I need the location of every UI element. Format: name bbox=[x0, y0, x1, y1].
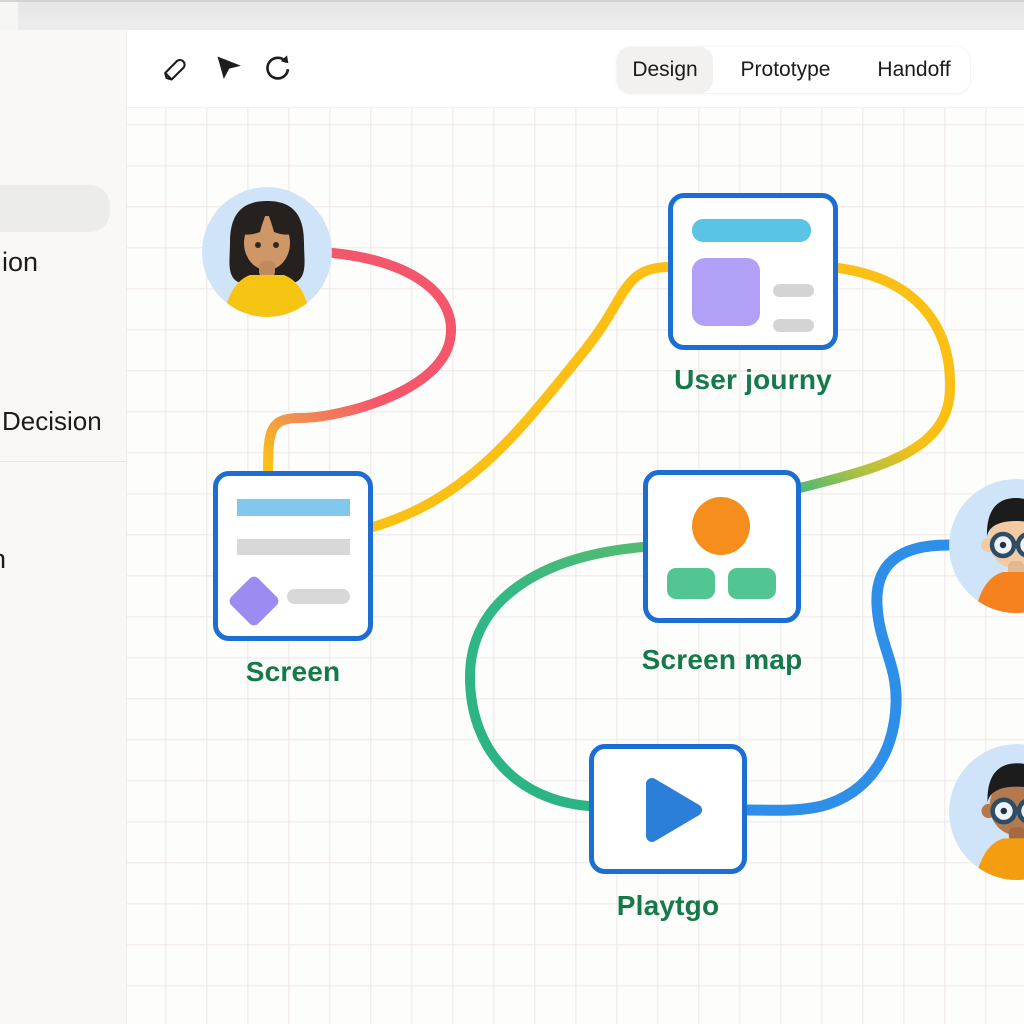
sidebar-item-truncated-bottom[interactable]: n bbox=[0, 544, 6, 575]
sitemap-child-block bbox=[728, 568, 776, 599]
node-label-user-journey: User journy bbox=[674, 364, 832, 395]
refresh-icon[interactable] bbox=[261, 52, 293, 84]
wireframe-header-bar bbox=[237, 499, 350, 516]
wire-screen-map-to-playtgo bbox=[464, 542, 648, 811]
persona-woman-avatar[interactable] bbox=[202, 187, 332, 317]
sidebar-item-decision[interactable]: Decision bbox=[2, 406, 102, 436]
connector-wires bbox=[263, 248, 956, 816]
wire-woman-to-screen bbox=[263, 248, 457, 476]
tab-prototype[interactable]: Prototype bbox=[740, 58, 831, 81]
wireframe-diamond bbox=[227, 574, 281, 628]
node-screen-map[interactable] bbox=[643, 470, 801, 623]
mode-tab-group: Design Prototype Handoff bbox=[617, 47, 970, 93]
titlebar-corner bbox=[0, 2, 18, 32]
tab-design[interactable]: Design bbox=[617, 47, 713, 93]
sitemap-child-block bbox=[667, 568, 715, 599]
wire-user-journey-to-screen-map bbox=[795, 263, 956, 493]
wireframe-text-line bbox=[773, 284, 814, 297]
cursor-icon[interactable] bbox=[213, 52, 245, 84]
wireframe-text-line bbox=[773, 319, 814, 332]
sidebar-item-truncated-top[interactable]: ion bbox=[2, 247, 39, 277]
wireframe-text-line bbox=[237, 539, 350, 555]
pencil-icon[interactable] bbox=[158, 53, 190, 85]
persona-man-bottom-avatar[interactable] bbox=[949, 744, 1024, 880]
sitemap-root-circle bbox=[692, 497, 750, 555]
wireframe-text-line bbox=[287, 589, 350, 604]
layers-sidebar: ion Decision n bbox=[0, 30, 127, 1024]
node-user-journey[interactable] bbox=[668, 193, 838, 350]
node-label-screen: Screen bbox=[245, 656, 341, 687]
window-titlebar bbox=[0, 0, 1024, 32]
design-canvas[interactable]: User journy Screen Screen map Playtgo bbox=[127, 108, 1024, 1024]
persona-man-top-avatar[interactable] bbox=[949, 479, 1024, 613]
node-label-screen-map: Screen map bbox=[641, 644, 803, 675]
canvas-toolbar: Design Prototype Handoff bbox=[127, 30, 1024, 108]
wireframe-image-block bbox=[692, 258, 760, 326]
node-label-playtgo: Playtgo bbox=[616, 890, 720, 921]
wire-man-to-playtgo bbox=[741, 539, 954, 816]
sidebar-divider bbox=[0, 461, 126, 462]
play-icon bbox=[640, 774, 706, 851]
node-screen[interactable] bbox=[213, 471, 373, 641]
sidebar-selected-item[interactable] bbox=[0, 185, 110, 232]
tab-handoff[interactable]: Handoff bbox=[877, 58, 951, 81]
node-playtgo[interactable] bbox=[589, 744, 747, 874]
wireframe-header-bar bbox=[692, 219, 811, 242]
wire-screen-to-user-journey bbox=[368, 262, 673, 532]
